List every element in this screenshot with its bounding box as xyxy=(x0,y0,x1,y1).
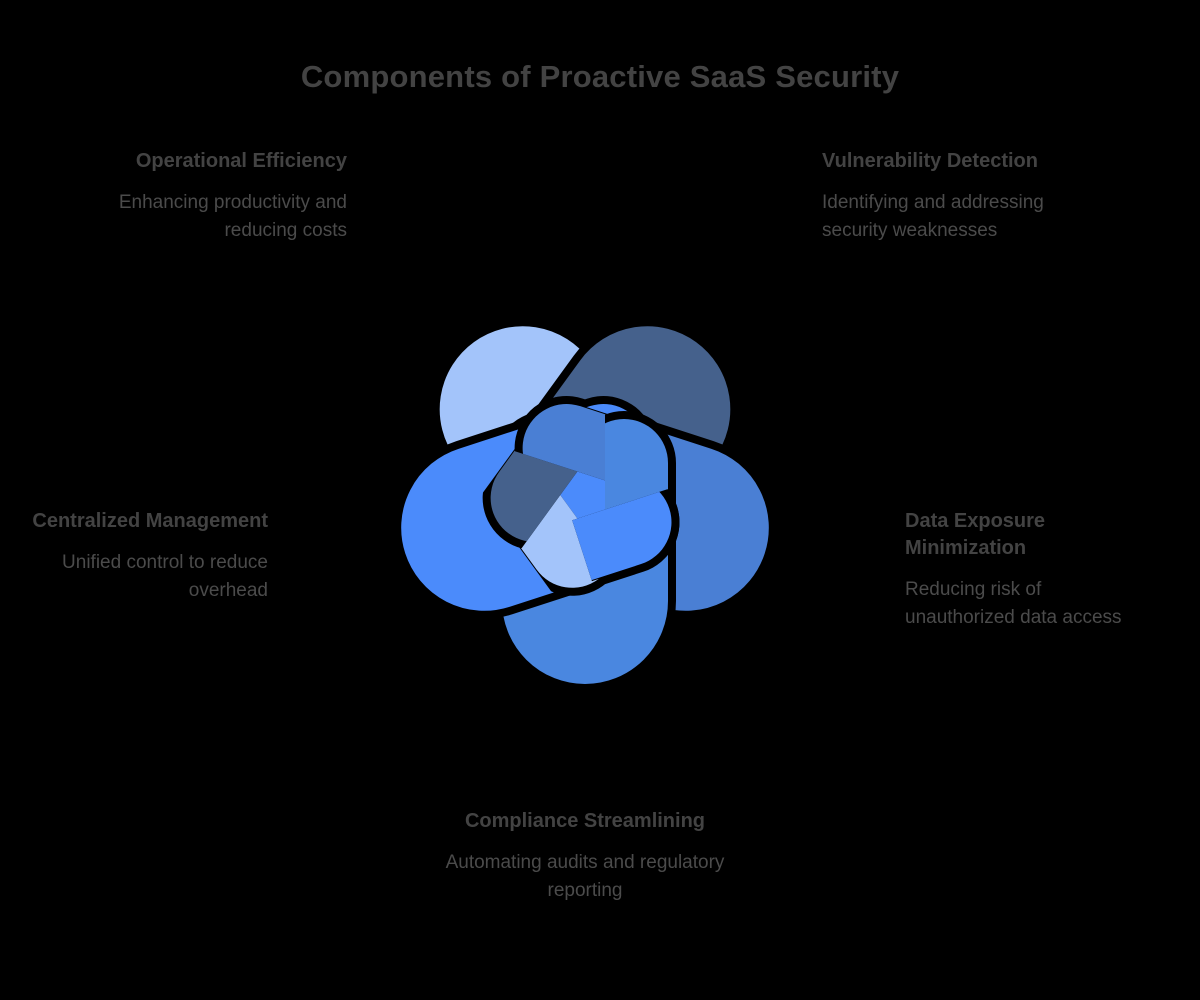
node-title-compliance-streamlining: Compliance Streamlining xyxy=(464,810,706,832)
node-label-data-exposure-minimization: Data Exposure Minimization Reducing risk… xyxy=(905,508,1155,631)
node-title-operational-efficiency: Operational Efficiency xyxy=(135,150,347,172)
node-label-compliance-streamlining: Compliance Streamlining Automating audit… xyxy=(440,808,730,904)
node-description-operational-efficiency: Enhancing productivity and reducing cost… xyxy=(118,192,347,241)
node-title-data-exposure-minimization: Data Exposure Minimization xyxy=(905,510,1046,559)
node-description-vulnerability-detection: Identifying and addressing security weak… xyxy=(822,192,1044,241)
node-label-centralized-management: Centralized Management Unified control t… xyxy=(10,508,268,604)
node-label-operational-efficiency: Operational Efficiency Enhancing product… xyxy=(95,148,347,244)
interlocking-knot-graphic xyxy=(265,175,905,815)
node-title-vulnerability-detection: Vulnerability Detection xyxy=(822,150,1038,172)
node-description-compliance-streamlining: Automating audits and regulatory reporti… xyxy=(445,852,725,901)
node-title-centralized-management: Centralized Management xyxy=(32,510,268,532)
node-description-centralized-management: Unified control to reduce overhead xyxy=(62,552,268,601)
node-description-data-exposure-minimization: Reducing risk of unauthorized data acces… xyxy=(905,579,1122,628)
page-title: Components of Proactive SaaS Security xyxy=(300,59,900,94)
node-label-vulnerability-detection: Vulnerability Detection Identifying and … xyxy=(822,148,1084,244)
